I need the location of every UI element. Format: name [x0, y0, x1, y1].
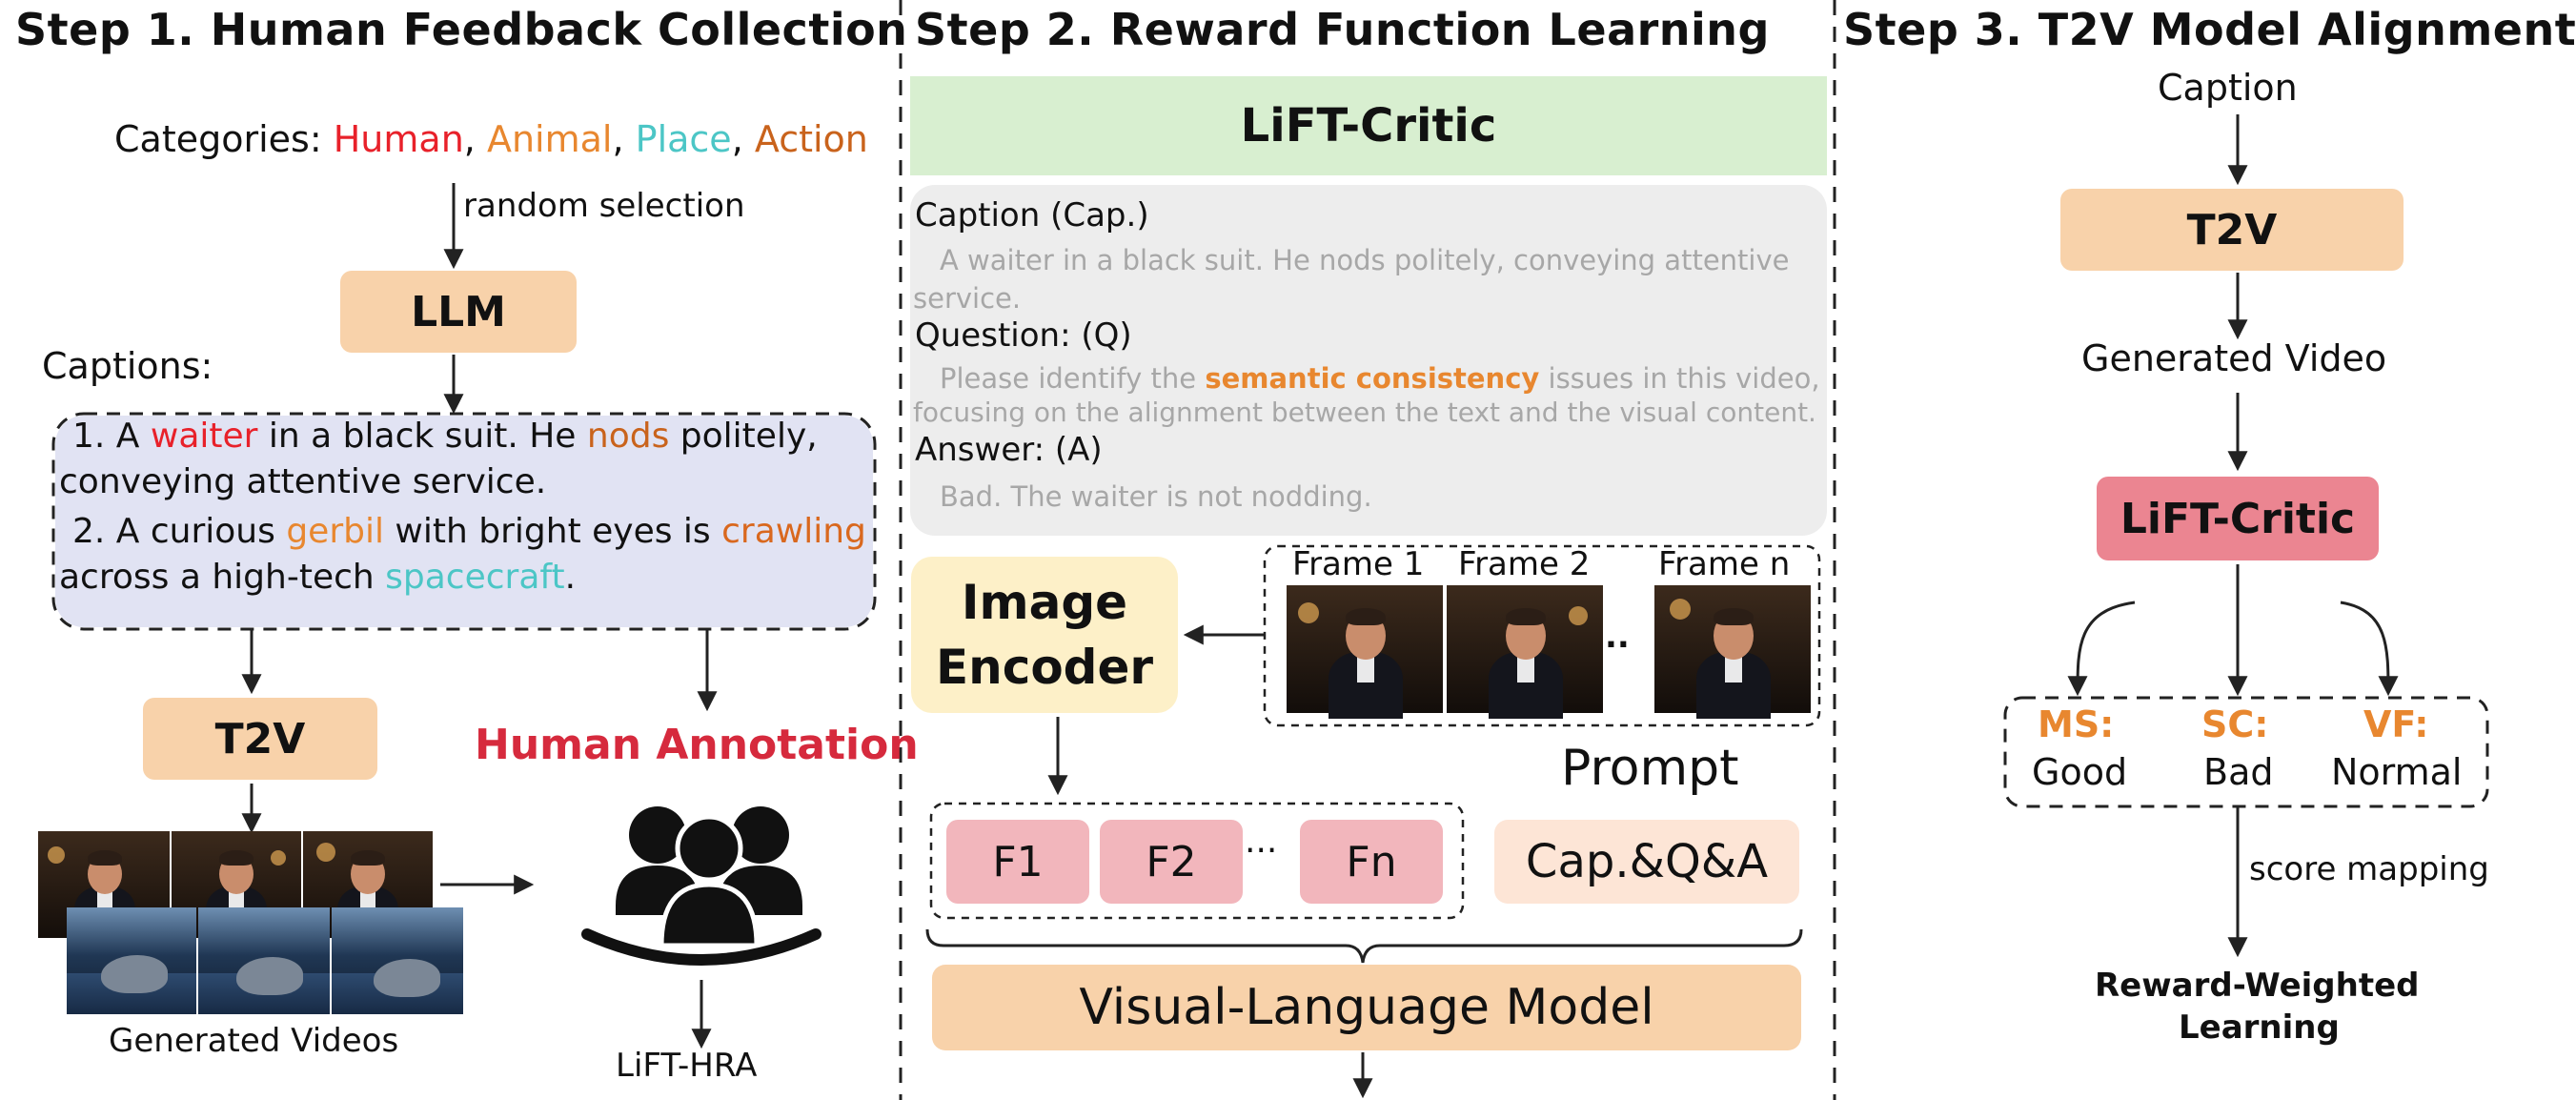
frame-2-label: Frame 2	[1458, 545, 1591, 583]
video-thumb-gerbil-2	[198, 907, 330, 1014]
captions-label: Captions:	[42, 345, 213, 387]
caption-text-line2: service.	[913, 282, 1022, 315]
people-icon	[581, 806, 821, 966]
caption1-action: nods	[586, 417, 670, 456]
prompt-box: Cap.&Q&A	[1494, 820, 1799, 904]
vlm-box: Visual-Language Model	[932, 965, 1801, 1050]
generated-videos-label: Generated Videos	[109, 1022, 399, 1060]
feature-f2: F2	[1100, 820, 1243, 904]
reward-weighted-line1: Reward-Weighted	[2095, 967, 2420, 1005]
question-text-line1: Please identify the semantic consistency…	[940, 362, 1820, 395]
scores-panel-outline	[2003, 696, 2489, 808]
caption2-subject: gerbil	[286, 512, 384, 551]
frame-n-image	[1654, 585, 1811, 719]
question-heading: Question: (Q)	[915, 316, 1132, 355]
step3-caption: Caption	[2158, 67, 2298, 109]
image-encoder-box: Image Encoder	[911, 557, 1178, 713]
frame-1-image	[1287, 585, 1443, 719]
video-thumb-gerbil-1	[67, 907, 196, 1014]
lift-critic-box-step3: LiFT-Critic	[2097, 477, 2379, 560]
score-ms-value: Good	[2032, 751, 2128, 793]
answer-heading: Answer: (A)	[915, 431, 1103, 469]
generated-video-label: Generated Video	[2081, 337, 2387, 379]
score-ms-label: MS:	[2038, 703, 2115, 745]
arrow-critic-to-vf	[2340, 601, 2399, 697]
brace-to-vlm	[925, 928, 1803, 964]
caption-text-line1: A waiter in a black suit. He nods polite…	[940, 244, 1790, 276]
frame-1-label: Frame 1	[1292, 545, 1425, 583]
features-panel-outline	[929, 802, 1465, 920]
category-action: Action	[754, 118, 868, 160]
qa-panel	[910, 185, 1827, 536]
feature-ellipsis: ...	[1245, 822, 1278, 861]
caption2-place: spacecraft	[385, 558, 565, 597]
score-sc-label: SC:	[2201, 703, 2269, 745]
random-selection-label: random selection	[463, 187, 745, 225]
reward-weighted-line2: Learning	[2179, 1008, 2340, 1047]
semantic-consistency-highlight: semantic consistency	[1205, 362, 1540, 395]
prompt-label: Prompt	[1561, 740, 1739, 797]
t2v-box-step1: T2V	[143, 698, 377, 780]
step2-title: Step 2. Reward Function Learning	[915, 4, 1770, 55]
score-vf-label: VF:	[2363, 703, 2429, 745]
category-place: Place	[635, 118, 732, 160]
captions-panel	[55, 416, 873, 627]
lift-hra-label: LiFT-HRA	[616, 1047, 758, 1085]
step3-title: Step 3. T2V Model Alignment	[1843, 4, 2576, 55]
score-vf-value: Normal	[2331, 751, 2463, 793]
category-human: Human	[333, 118, 464, 160]
score-sc-value: Bad	[2203, 751, 2274, 793]
score-mapping-label: score mapping	[2249, 850, 2489, 888]
llm-box: LLM	[340, 271, 577, 353]
frame-2-image	[1447, 585, 1603, 719]
frame-n-label: Frame n	[1658, 545, 1791, 583]
caption-2: 2. A curious gerbil with bright eyes is …	[59, 512, 866, 597]
caption1-subject: waiter	[150, 417, 258, 456]
answer-text: Bad. The waiter is not nodding.	[940, 480, 1372, 513]
caption-1: 1. A waiter in a black suit. He nods pol…	[59, 417, 818, 501]
human-annotation-label: Human Annotation	[475, 721, 919, 769]
caption2-action: crawling	[721, 512, 866, 551]
step1-title: Step 1. Human Feedback Collection	[15, 4, 908, 55]
arrow-critic-to-ms	[2067, 601, 2136, 697]
t2v-box-step3: T2V	[2060, 189, 2404, 271]
feature-fn: Fn	[1300, 820, 1443, 904]
categories-line: Categories: Human, Animal, Place, Action	[114, 118, 868, 160]
video-thumb-gerbil-3	[332, 907, 463, 1014]
lift-critic-header: LiFT-Critic	[910, 76, 1827, 175]
caption-heading: Caption (Cap.)	[915, 196, 1149, 234]
feature-f1: F1	[946, 820, 1089, 904]
categories-label: Categories:	[114, 118, 322, 160]
frame-ellipsis: ..	[1605, 618, 1630, 656]
category-animal: Animal	[486, 118, 613, 160]
question-text-line2: focusing on the alignment between the te…	[913, 397, 1816, 428]
